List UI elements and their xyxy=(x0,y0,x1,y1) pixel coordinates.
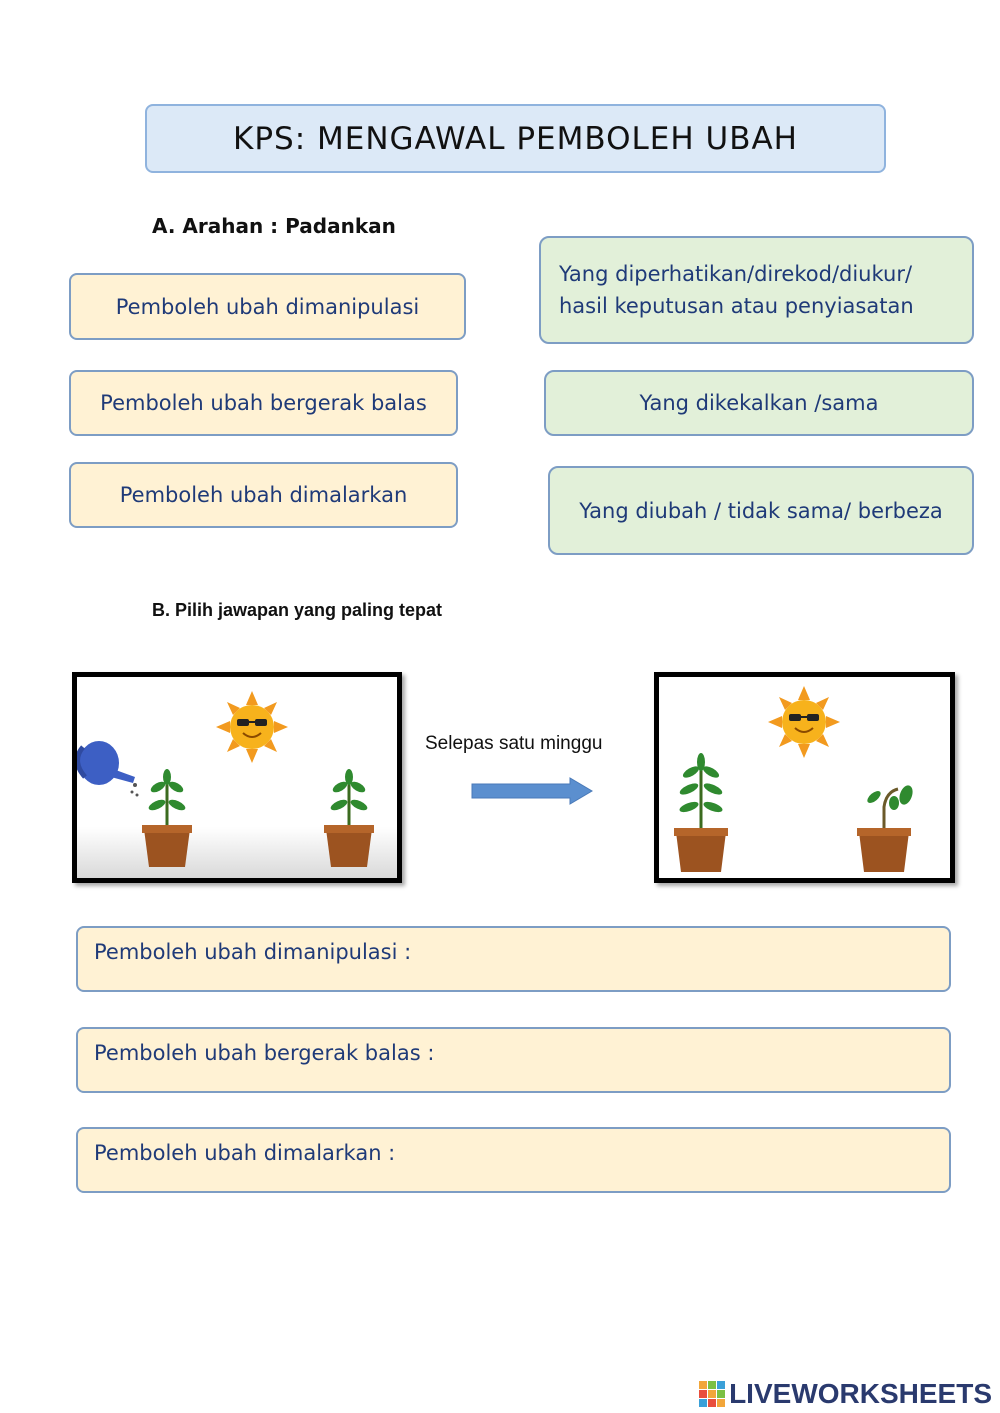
right-item-kept-same[interactable]: Yang dikekalkan /sama xyxy=(544,370,974,436)
section-b-heading: B. Pilih jawapan yang paling tepat xyxy=(152,600,443,620)
answer-constant[interactable]: Pemboleh ubah dimalarkan : xyxy=(76,1127,951,1193)
plant-icon xyxy=(142,769,192,867)
answer-responding[interactable]: Pemboleh ubah bergerak balas : xyxy=(76,1027,951,1093)
arrow-right-icon xyxy=(471,777,593,805)
sun-icon xyxy=(216,691,288,763)
answer-manipulated[interactable]: Pemboleh ubah dimanipulasi : xyxy=(76,926,951,992)
plant-icon xyxy=(857,785,913,872)
scene-before xyxy=(72,672,402,883)
watering-can-icon xyxy=(75,741,139,797)
scene-after xyxy=(654,672,955,883)
left-item-constant[interactable]: Pemboleh ubah dimalarkan xyxy=(69,462,458,528)
scene-before-drawing xyxy=(75,691,397,878)
right-item-kept-same-label: Yang dikekalkan /sama xyxy=(639,391,879,415)
section-a-heading: A. Arahan : Padankan xyxy=(152,214,396,238)
right-item-observed-line2: hasil keputusan atau penyiasatan xyxy=(559,294,914,318)
brand-logo-icon xyxy=(699,1381,726,1407)
right-item-observed-line1: Yang diperhatikan/direkod/diukur/ xyxy=(559,262,913,286)
brand-name: LIVEWORKSHEETS xyxy=(729,1378,992,1409)
right-item-changed[interactable]: Yang diubah / tidak sama/ berbeza xyxy=(548,466,974,555)
scene-after-drawing xyxy=(674,686,913,872)
brand-logo: LIVEWORKSHEETS xyxy=(699,1378,992,1410)
right-item-changed-label: Yang diubah / tidak sama/ berbeza xyxy=(579,498,943,523)
left-item-manipulated[interactable]: Pemboleh ubah dimanipulasi xyxy=(69,273,466,340)
left-item-responding[interactable]: Pemboleh ubah bergerak balas xyxy=(69,370,458,436)
plant-icon xyxy=(674,753,728,872)
transition-caption: Selepas satu minggu xyxy=(425,733,603,754)
sun-icon xyxy=(768,686,840,758)
right-item-observed[interactable]: Yang diperhatikan/direkod/diukur/ hasil … xyxy=(539,236,974,344)
page-title: KPS: MENGAWAL PEMBOLEH UBAH xyxy=(145,104,886,173)
plant-icon xyxy=(324,769,374,867)
